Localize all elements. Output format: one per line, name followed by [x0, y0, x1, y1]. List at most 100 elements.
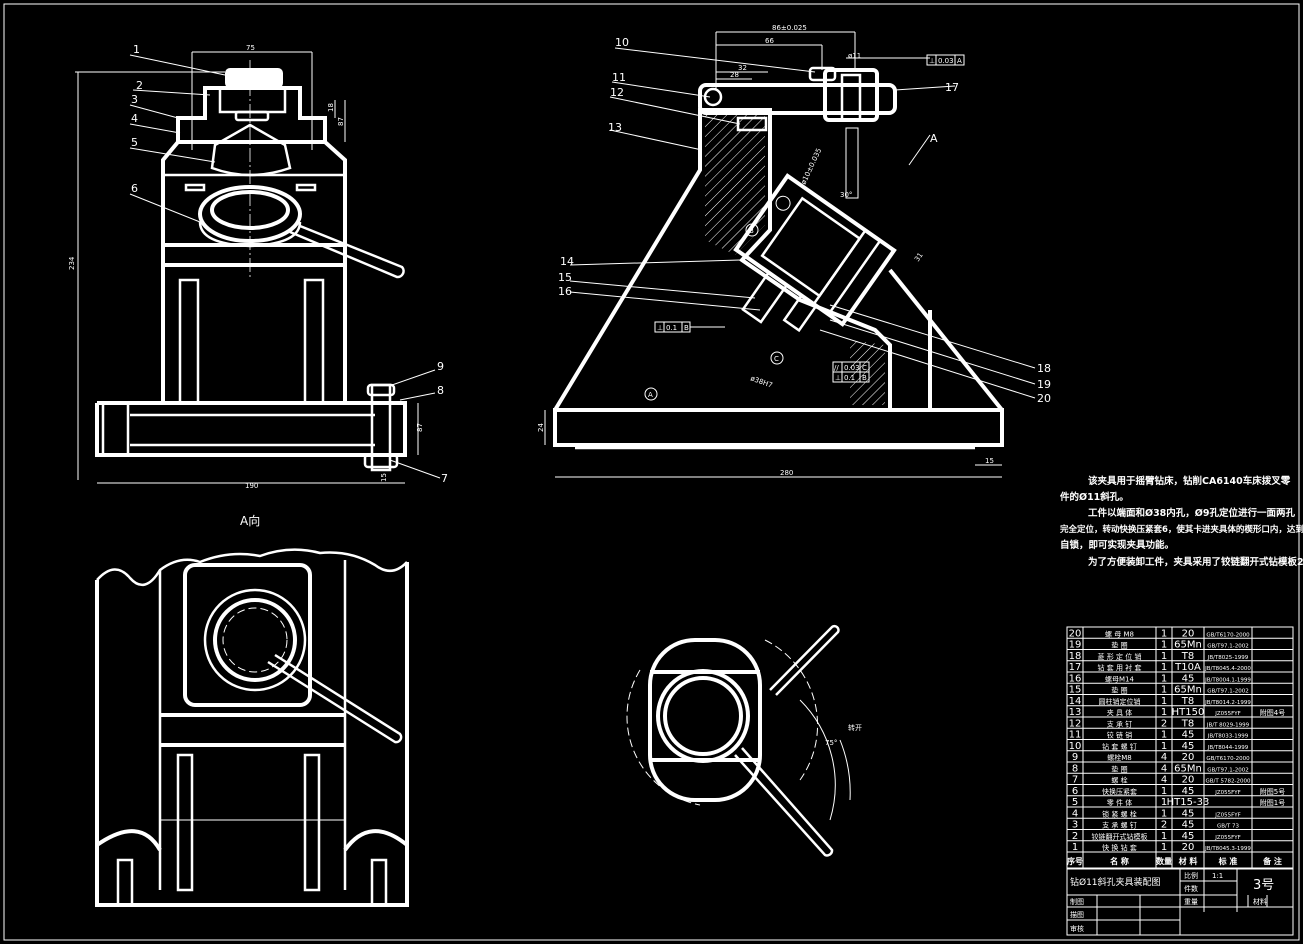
svg-text:制图: 制图: [1070, 897, 1084, 906]
label-15: 15: [558, 271, 572, 284]
a-view-title: A向: [240, 513, 260, 528]
bom-header: 序号: [1067, 856, 1083, 866]
bom-standard: GB/T 5782-2000: [1206, 779, 1251, 785]
body-part-13: [553, 108, 892, 412]
bom-standard: GB/T97.1-2002: [1207, 689, 1248, 695]
dim-66: 66: [765, 37, 774, 45]
bom-no: 7: [1072, 775, 1078, 786]
ring-outer: [203, 588, 307, 692]
bom-qty: 1: [1161, 685, 1167, 696]
bom-name: 铰 链 销: [1107, 731, 1132, 740]
bom-material: 45: [1182, 673, 1195, 684]
bom-name: 圆柱销定位销: [1099, 697, 1141, 706]
bom-material: 20: [1182, 775, 1195, 786]
drawing-name: 钻Ø11斜孔夹具装配图: [1070, 876, 1161, 888]
bom-standard: JB/T8004.1-1999: [1204, 677, 1251, 683]
label-17: 17: [945, 81, 959, 94]
svg-text:描图: 描图: [1070, 910, 1084, 919]
bom-name: 铰链翻开式钻模板: [1092, 832, 1148, 841]
label-13: 13: [608, 121, 622, 134]
svg-text:C: C: [862, 364, 867, 372]
label-10: 10: [615, 36, 629, 49]
bom-standard: GB/T6170-2000: [1206, 632, 1250, 638]
bushing-inner: [663, 676, 743, 756]
bom-name: 螺 母 M8: [1105, 629, 1134, 638]
view-arrow-a: A: [930, 132, 938, 145]
bom-material: 65Mn: [1174, 640, 1202, 651]
knob-part-1: [225, 68, 283, 88]
workpiece-part-5: [210, 123, 292, 177]
front-view: 75 234 190 18 87 87 15 1 2 3 4 5 6 7 8 9: [68, 43, 448, 490]
bushing-outer: [656, 669, 750, 763]
bom-standard: JB/T8044-1999: [1207, 745, 1249, 751]
bom-no: 20: [1069, 628, 1082, 639]
svg-text:件的Ø11斜孔。: 件的Ø11斜孔。: [1060, 491, 1129, 503]
bom-qty: 1: [1161, 831, 1167, 842]
svg-text:0.1: 0.1: [666, 324, 677, 332]
bom-remark: 附图1号: [1260, 798, 1285, 807]
bom-standard: JB/T8045.3-1999: [1204, 846, 1251, 852]
ring-inner: [222, 607, 288, 673]
svg-text:B: B: [862, 374, 867, 382]
bom-material: 45: [1182, 730, 1195, 741]
base-outline: [95, 401, 407, 457]
label-7: 7: [441, 472, 448, 485]
bom-standard: JZ055FYF: [1214, 790, 1241, 796]
dim-15-front: 15: [380, 473, 388, 482]
bom-no: 19: [1069, 640, 1082, 651]
bom-qty: 4: [1161, 752, 1167, 763]
bom-material: 45: [1182, 786, 1195, 797]
bom-standard: GB/T 73: [1217, 824, 1239, 830]
break-line: [96, 548, 408, 587]
title-block: 钻Ø11斜孔夹具装配图 比例 1:1 件数 3号 重量 材料 制图 描图 审核: [1066, 868, 1294, 936]
bom-material: T8: [1181, 651, 1194, 662]
dim-28: 28: [730, 71, 739, 79]
bom-header: 材 料: [1179, 856, 1198, 866]
handle-rod: [267, 653, 403, 744]
bolt-part-7: [370, 383, 392, 472]
bom-standard: JB/T8033-1999: [1207, 734, 1249, 740]
bom-name: 垫 圈: [1111, 686, 1127, 695]
bom-name: 螺栓M8: [1107, 753, 1132, 762]
bom-no: 5: [1072, 797, 1078, 808]
svg-text:完全定位，转动快换压紧套6，使其卡进夹具体的楔形口内，达到: 完全定位，转动快换压紧套6，使其卡进夹具体的楔形口内，达到: [1060, 524, 1303, 535]
bom-name: 锁 紧 螺 栓: [1102, 809, 1137, 818]
bom-qty: 1: [1161, 640, 1167, 651]
bom-qty: 1: [1161, 628, 1167, 639]
a-direction-view: A向: [95, 513, 409, 907]
dim-dia10: ø10±0.035: [800, 147, 824, 186]
bom-material: 45: [1182, 831, 1195, 842]
label-8: 8: [437, 384, 444, 397]
bom-material: 45: [1182, 808, 1195, 819]
bom-standard: JZ055FYF: [1214, 812, 1241, 818]
label-6: 6: [131, 182, 138, 195]
dim-angle-30: 30°: [840, 191, 852, 199]
bom-qty: 1: [1161, 662, 1167, 673]
bom-material: 20: [1182, 752, 1195, 763]
bom-name: 支 承 螺 钉: [1102, 821, 1137, 830]
bolt-head: [363, 453, 399, 469]
bom-material: HT150: [1172, 707, 1205, 718]
bom-name: 快换压紧套: [1102, 787, 1137, 796]
bom-name: 支 承 钉: [1107, 719, 1132, 728]
a-view-outline: [95, 562, 409, 907]
label-1: 1: [133, 43, 140, 56]
dim-32: 32: [738, 64, 747, 72]
datum-c: C: [774, 355, 779, 363]
svg-text:0.1: 0.1: [844, 374, 855, 382]
bom-name: 螺 栓: [1111, 776, 1127, 785]
svg-text:B: B: [684, 324, 689, 332]
bom-no: 17: [1069, 662, 1082, 673]
bom-qty: 1: [1161, 651, 1167, 662]
body-outline: [161, 140, 347, 403]
bom-name: 钻 套 螺 钉: [1102, 742, 1137, 751]
bom-header: 备 注: [1262, 856, 1282, 866]
svg-text:材料: 材料: [1253, 897, 1267, 906]
bom-name: 钻 套 用 衬 套: [1098, 663, 1142, 672]
bom-name: 菱 形 定 位 销: [1098, 652, 1142, 661]
label-3: 3: [131, 93, 138, 106]
drill-bit: [845, 127, 859, 199]
svg-text:该夹具用于摇臂钻床，钻削CA6140车床拨叉零: 该夹具用于摇臂钻床，钻削CA6140车床拨叉零: [1088, 475, 1291, 487]
